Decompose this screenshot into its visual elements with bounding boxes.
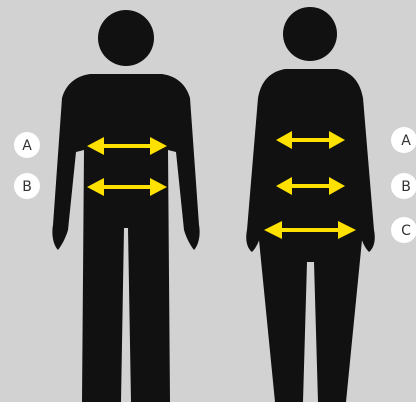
marker-left-b-label: B <box>22 179 32 195</box>
marker-right-c-label: C <box>401 223 411 239</box>
right-markers: A B C <box>391 127 416 243</box>
marker-left-a: A <box>14 132 40 158</box>
marker-right-a-label: A <box>401 133 411 149</box>
marker-left-a-label: A <box>22 138 32 154</box>
marker-right-a: A <box>391 127 416 153</box>
marker-right-b: B <box>391 173 416 199</box>
marker-right-b-label: B <box>401 179 411 195</box>
female-head <box>283 7 337 61</box>
marker-right-c: C <box>391 217 416 243</box>
male-head <box>98 10 154 66</box>
marker-left-b: B <box>14 173 40 199</box>
